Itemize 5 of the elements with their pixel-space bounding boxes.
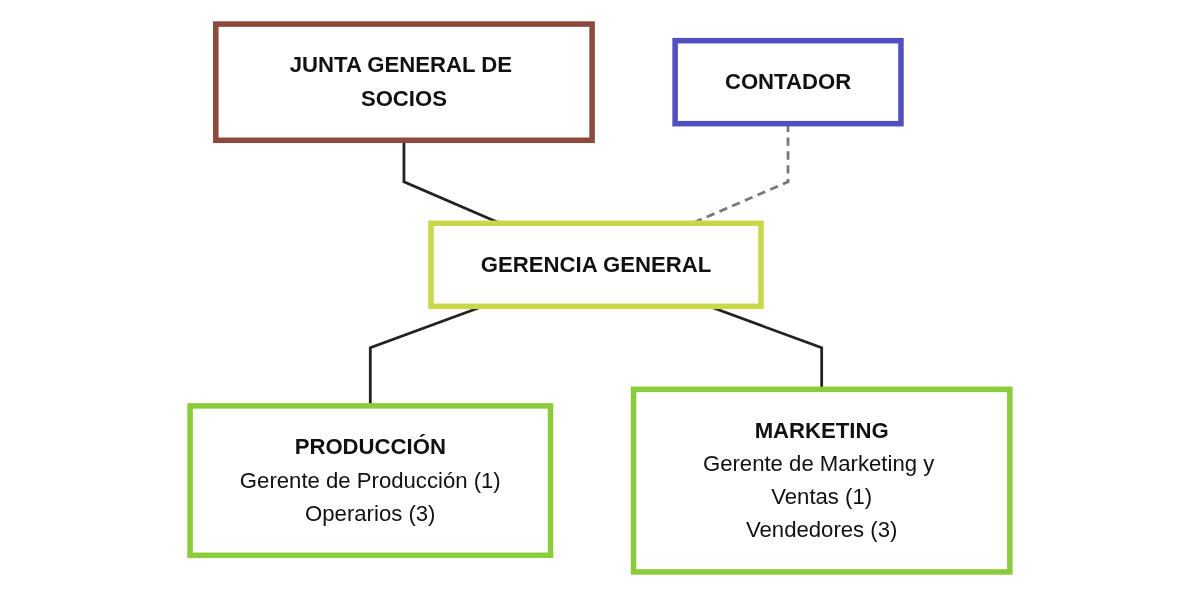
node-box: PRODUCCIÓN Gerente de Producción (1) Operarios (3) — [186, 403, 553, 559]
node-box: GERENCIA GENERAL — [427, 220, 764, 310]
node-box: CONTADOR — [671, 37, 904, 127]
node-box: MARKETING Gerente de Marketing y Ventas (1) Vendedores (3) — [630, 386, 1013, 575]
node-box: JUNTA GENERAL DE SOCIOS — [212, 21, 595, 144]
